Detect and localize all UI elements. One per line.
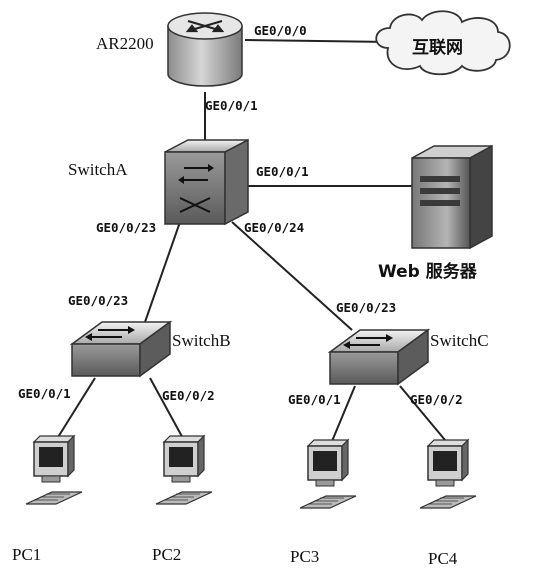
port-switchc-pc3: GE0/0/1	[288, 392, 341, 407]
router-icon	[167, 12, 243, 87]
port-switchc-up: GE0/0/23	[336, 300, 396, 315]
pc3-icon	[299, 438, 357, 509]
pc4-label: PC4	[428, 549, 458, 568]
switchc-icon	[327, 328, 431, 386]
link-switcha-switchc	[231, 221, 353, 331]
pc1-label: PC1	[12, 545, 41, 564]
port-switchb-up: GE0/0/23	[68, 293, 128, 308]
port-switcha-switchc: GE0/0/24	[244, 220, 304, 235]
pc4-icon	[419, 438, 477, 509]
link-switcha-switchb	[144, 221, 181, 323]
links	[54, 39, 451, 447]
port-switchb-pc1: GE0/0/1	[18, 386, 71, 401]
pc2-icon	[155, 434, 213, 505]
internet-label: 互联网	[412, 38, 463, 58]
port-switcha-server: GE0/0/1	[256, 164, 309, 179]
link-switchc-pc4	[399, 385, 451, 447]
cloud-icon	[375, 10, 511, 76]
link-router-internet	[244, 39, 391, 43]
router-label: AR2200	[96, 34, 154, 53]
switchc-label: SwitchC	[430, 331, 489, 350]
port-switchb-pc2: GE0/0/2	[162, 388, 215, 403]
switchb-icon	[69, 320, 173, 378]
port-switcha-switchb: GE0/0/23	[96, 220, 156, 235]
port-router-down: GE0/0/1	[205, 98, 258, 113]
link-switchb-pc2	[149, 377, 186, 443]
port-router-internet: GE0/0/0	[254, 23, 307, 38]
link-switchb-pc1	[54, 377, 96, 443]
core-switch-icon	[164, 138, 249, 226]
switchb-label: SwitchB	[172, 331, 231, 350]
pc2-label: PC2	[152, 545, 181, 564]
pc1-icon	[25, 434, 83, 505]
pc3-label: PC3	[290, 547, 319, 566]
web-server-label: Web 服务器	[378, 261, 478, 282]
link-switchc-pc3	[329, 385, 356, 447]
server-icon	[411, 144, 493, 250]
port-switchc-pc4: GE0/0/2	[410, 392, 463, 407]
switcha-label: SwitchA	[68, 160, 128, 179]
